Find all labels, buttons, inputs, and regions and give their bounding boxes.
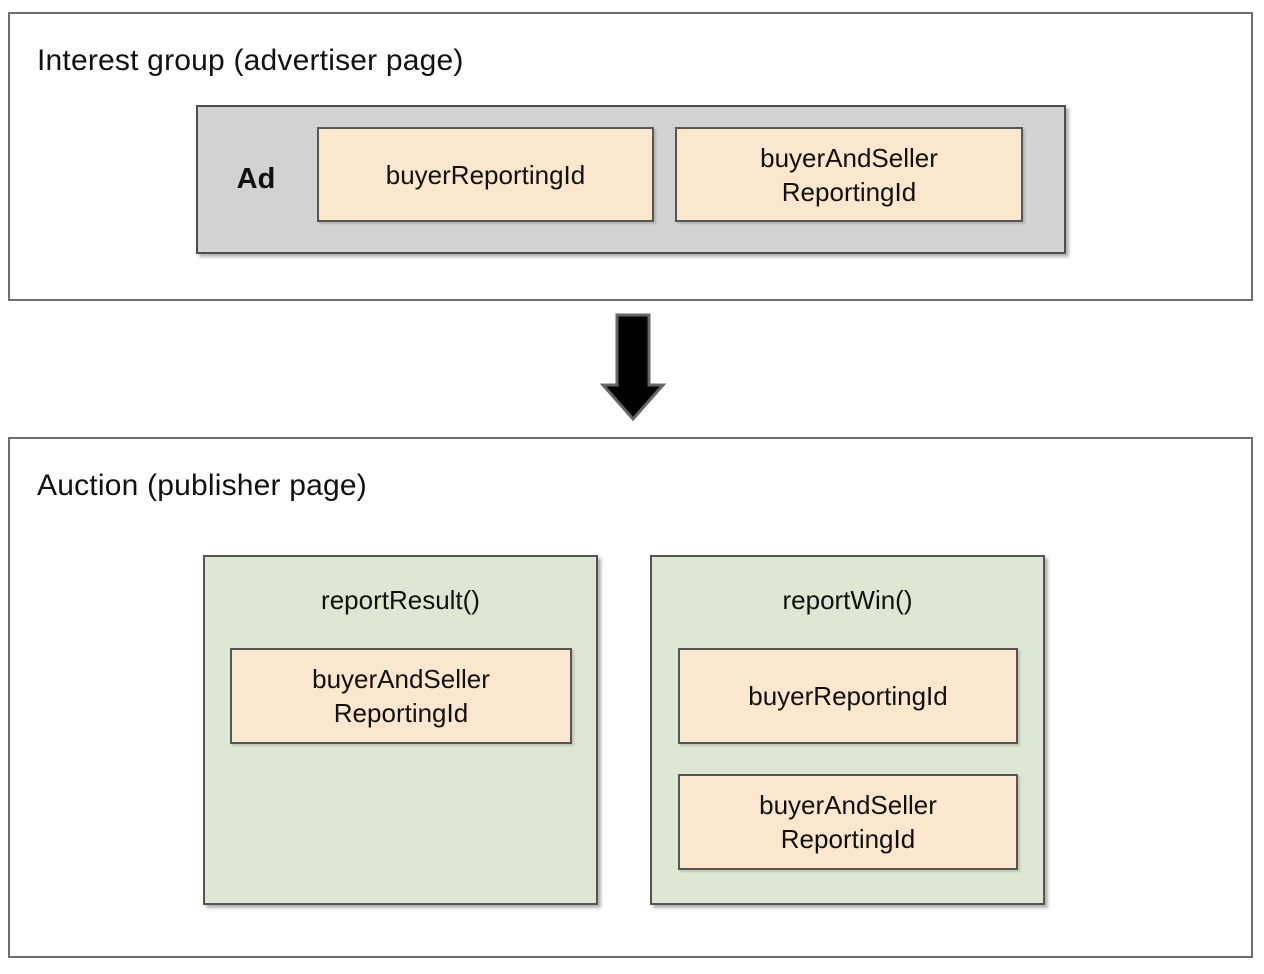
report-result-title: reportResult() xyxy=(321,585,480,615)
report-win-buyer-and-seller-reporting-id-label: buyerAndSeller ReportingId xyxy=(759,790,937,854)
down-arrow-icon xyxy=(599,313,667,422)
report-win-buyer-reporting-id-box: buyerReportingId xyxy=(678,648,1018,744)
report-win-title: reportWin() xyxy=(782,585,913,615)
auction-title: Auction (publisher page) xyxy=(37,469,367,502)
ad-box: Ad buyerReportingId buyerAndSeller Repor… xyxy=(196,105,1066,254)
buyer-and-seller-reporting-id-label: buyerAndSeller ReportingId xyxy=(760,142,938,207)
buyer-reporting-id-label: buyerReportingId xyxy=(385,159,586,190)
report-win-buyer-reporting-id-label: buyerReportingId xyxy=(748,681,948,711)
interest-group-title: Interest group (advertiser page) xyxy=(37,44,464,77)
buyer-and-seller-reporting-id-box: buyerAndSeller ReportingId xyxy=(675,127,1023,222)
buyer-reporting-id-box: buyerReportingId xyxy=(317,127,654,222)
report-win-box: reportWin() buyerReportingId buyerAndSel… xyxy=(650,555,1045,905)
interest-group-panel: Interest group (advertiser page) Ad buye… xyxy=(8,12,1253,301)
auction-panel: Auction (publisher page) reportResult() … xyxy=(8,437,1253,958)
report-result-buyer-and-seller-reporting-id-label: buyerAndSeller ReportingId xyxy=(312,664,490,728)
ad-label: Ad xyxy=(236,163,276,195)
down-arrow-shape xyxy=(599,313,667,422)
report-win-buyer-and-seller-reporting-id-box: buyerAndSeller ReportingId xyxy=(678,774,1018,870)
report-result-buyer-and-seller-reporting-id-box: buyerAndSeller ReportingId xyxy=(230,648,572,744)
report-result-box: reportResult() buyerAndSeller ReportingI… xyxy=(203,555,598,905)
